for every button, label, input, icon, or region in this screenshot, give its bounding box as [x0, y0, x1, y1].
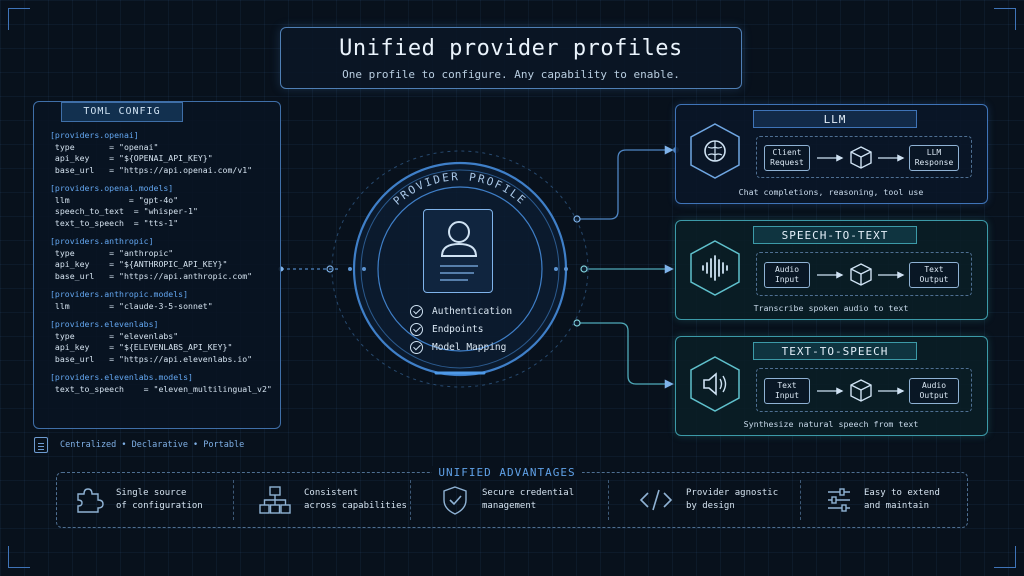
llm-caption: Chat completions, reasoning, tool use	[738, 187, 924, 197]
feature-model-mapping: Model Mapping	[410, 338, 512, 356]
corner-top-right	[994, 8, 1016, 30]
tts-input-box: Text Input	[764, 378, 810, 404]
toml-section-line: [providers.elevenlabs.models]	[50, 372, 193, 382]
tts-flow-box	[756, 368, 972, 412]
advantage-secure: Secure credential management	[440, 484, 600, 516]
toml-key-value-line: api_key = "${OPENAI_API_KEY}"	[50, 153, 213, 163]
toml-key-value-line: api_key = "${ELEVENLABS_API_KEY}"	[50, 342, 233, 352]
stt-card-title: SPEECH-TO-TEXT	[753, 226, 917, 244]
toml-key-value-line: base_url = "https://api.openai.com/v1"	[50, 164, 253, 175]
advantage-extend: Easy to extend and maintain	[826, 484, 961, 516]
tts-card-title: TEXT-TO-SPEECH	[753, 342, 917, 360]
check-circle-icon	[410, 340, 423, 354]
title-frame	[280, 27, 742, 89]
advantage-consistent: Consistent across capabilities	[258, 484, 408, 516]
stt-output-box: Text Output	[909, 262, 959, 288]
sliders-icon	[828, 488, 850, 512]
advantage-agnostic: Provider agnostic by design	[638, 484, 798, 516]
toml-code-block: [providers.openai] type = "openai" api_k…	[50, 130, 278, 395]
toml-gap	[50, 312, 278, 319]
toml-key-value-line: text_to_speech = "eleven_multilingual_v2…	[50, 383, 272, 394]
advantage-single-source: Single source of configuration	[72, 484, 222, 516]
toml-key-value-line: base_url = "https://api.anthropic.com"	[50, 270, 253, 281]
toml-gap	[50, 176, 278, 183]
toml-key-value-line: base_url = "https://api.elevenlabs.io"	[50, 353, 253, 364]
toml-section-line: [providers.openai.models]	[50, 183, 174, 193]
shield-check-icon	[443, 486, 467, 515]
stt-caption: Transcribe spoken audio to text	[753, 303, 909, 313]
llm-flow-box	[756, 136, 972, 178]
llm-card-title: LLM	[753, 110, 917, 128]
advantage-divider	[233, 480, 234, 520]
profile-feature-list: Authentication Endpoints Model Mapping	[410, 302, 512, 356]
toml-key-value-line: speech_to_text = "whisper-1"	[50, 206, 198, 216]
tts-output-box: Audio Output	[909, 378, 959, 404]
brain-icon	[690, 123, 740, 179]
llm-output-box: LLM Response	[909, 145, 959, 171]
toml-key-value-line: type = "openai"	[50, 141, 159, 152]
toml-config-panel	[33, 101, 281, 429]
advantage-divider	[410, 480, 411, 520]
toml-key-value-line: text_to_speech = "tts-1"	[50, 217, 179, 228]
corner-bottom-left	[8, 546, 30, 568]
check-circle-icon	[410, 322, 423, 336]
feature-authentication: Authentication	[410, 302, 512, 320]
feature-endpoints: Endpoints	[410, 320, 512, 338]
speaker-icon	[690, 356, 740, 412]
code-icon	[639, 489, 673, 511]
toml-section-line: [providers.anthropic]	[50, 236, 154, 246]
stt-flow-box	[756, 252, 972, 296]
check-circle-icon	[410, 304, 423, 318]
stt-input-box: Audio Input	[764, 262, 810, 288]
toml-key-value-line: type = "anthropic"	[50, 247, 174, 258]
toml-section-line: [providers.elevenlabs]	[50, 319, 159, 329]
toml-key-value-line: type = "elevenlabs"	[50, 330, 179, 341]
toml-config-tab: TOML CONFIG	[61, 102, 183, 122]
toml-gap	[50, 282, 278, 289]
toml-key-value-line: llm = "claude-3-5-sonnet"	[50, 300, 213, 311]
corner-bottom-right	[994, 546, 1016, 568]
advantage-divider	[608, 480, 609, 520]
toml-section-line: [providers.anthropic.models]	[50, 289, 189, 299]
llm-input-box: Client Request	[764, 145, 810, 171]
puzzle-icon	[77, 488, 104, 513]
toml-key-value-line: api_key = "${ANTHROPIC_API_KEY}"	[50, 259, 228, 269]
advantages-header: UNIFIED ADVANTAGES	[432, 466, 582, 480]
toml-gap	[50, 229, 278, 236]
document-icon	[34, 437, 48, 453]
advantage-divider	[800, 480, 801, 520]
tts-caption: Synthesize natural speech from text	[743, 419, 919, 429]
user-icon	[440, 221, 478, 281]
toml-section-line: [providers.openai]	[50, 130, 139, 140]
toml-key-value-line: llm = "gpt-4o"	[50, 194, 179, 205]
page-title: Unified provider profiles	[339, 36, 683, 61]
page-subtitle: One profile to configure. Any capability…	[342, 68, 680, 81]
waveform-icon	[690, 240, 740, 296]
profile-card	[423, 209, 493, 293]
corner-top-left	[8, 8, 30, 30]
toml-gap	[50, 365, 278, 372]
hierarchy-icon	[259, 486, 291, 514]
toml-footer-text: Centralized • Declarative • Portable	[60, 440, 245, 450]
